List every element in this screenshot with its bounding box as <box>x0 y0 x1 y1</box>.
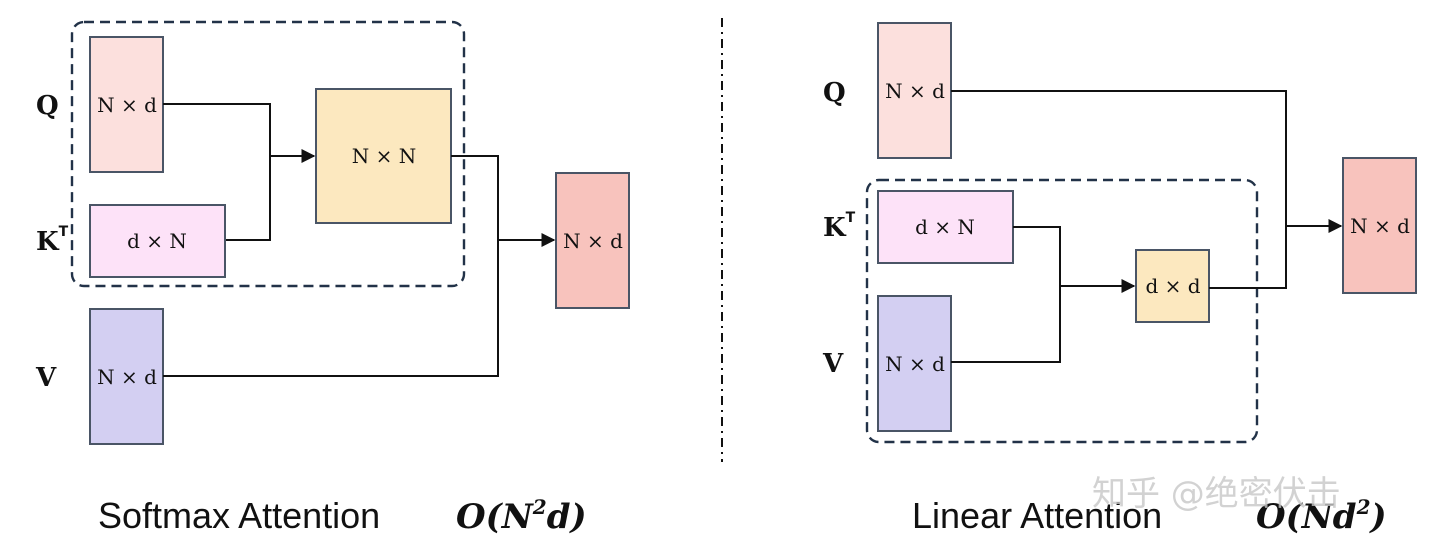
linear-kt-box: d × N <box>877 190 1014 264</box>
linear-complexity: O(Nd2) <box>1256 495 1387 537</box>
softmax-connectors <box>163 103 556 377</box>
svg-text:N × d: N × d <box>97 93 157 117</box>
linear-output-box: N × d <box>1342 157 1417 294</box>
softmax-v-label: V <box>35 363 57 393</box>
linear-attention-panel: Q KT V N × d d × N d × d N × d N × d <box>822 22 1417 537</box>
softmax-attention-panel: Q KT V N × d d × N N × N N × d N × d <box>35 20 630 537</box>
watermark: 知乎 @绝密伏击 <box>1092 474 1341 514</box>
softmax-qk-group-outline <box>70 20 466 288</box>
linear-connectors <box>951 90 1343 363</box>
softmax-caption: Softmax Attention <box>98 495 380 536</box>
svg-text:N × d: N × d <box>885 79 945 103</box>
linear-caption: Linear Attention <box>912 495 1162 536</box>
linear-q-box: N × d <box>877 22 952 159</box>
linear-kv-group-outline <box>865 178 1259 444</box>
svg-text:N × N: N × N <box>352 144 416 168</box>
svg-text:d × N: d × N <box>915 215 975 239</box>
softmax-kt-box: d × N <box>89 204 226 278</box>
softmax-complexity: O(N2d) <box>456 495 587 537</box>
svg-text:N × d: N × d <box>1350 214 1410 238</box>
linear-q-label: Q <box>823 78 846 108</box>
svg-text:N × d: N × d <box>885 352 945 376</box>
softmax-v-box: N × d <box>89 308 164 445</box>
linear-k-label: KT <box>823 210 856 243</box>
softmax-output-box: N × d <box>555 172 630 309</box>
svg-text:N × d: N × d <box>97 365 157 389</box>
softmax-qk-box: N × N <box>315 88 452 224</box>
linear-kv-box: d × d <box>1135 249 1210 323</box>
softmax-q-box: N × d <box>89 36 164 173</box>
svg-text:d × N: d × N <box>127 229 187 253</box>
svg-text:N × d: N × d <box>563 229 623 253</box>
svg-text:d × d: d × d <box>1145 274 1200 298</box>
linear-v-label: V <box>822 349 844 379</box>
linear-v-box: N × d <box>877 295 952 432</box>
softmax-q-label: Q <box>36 91 59 121</box>
softmax-k-label: KT <box>36 224 69 257</box>
